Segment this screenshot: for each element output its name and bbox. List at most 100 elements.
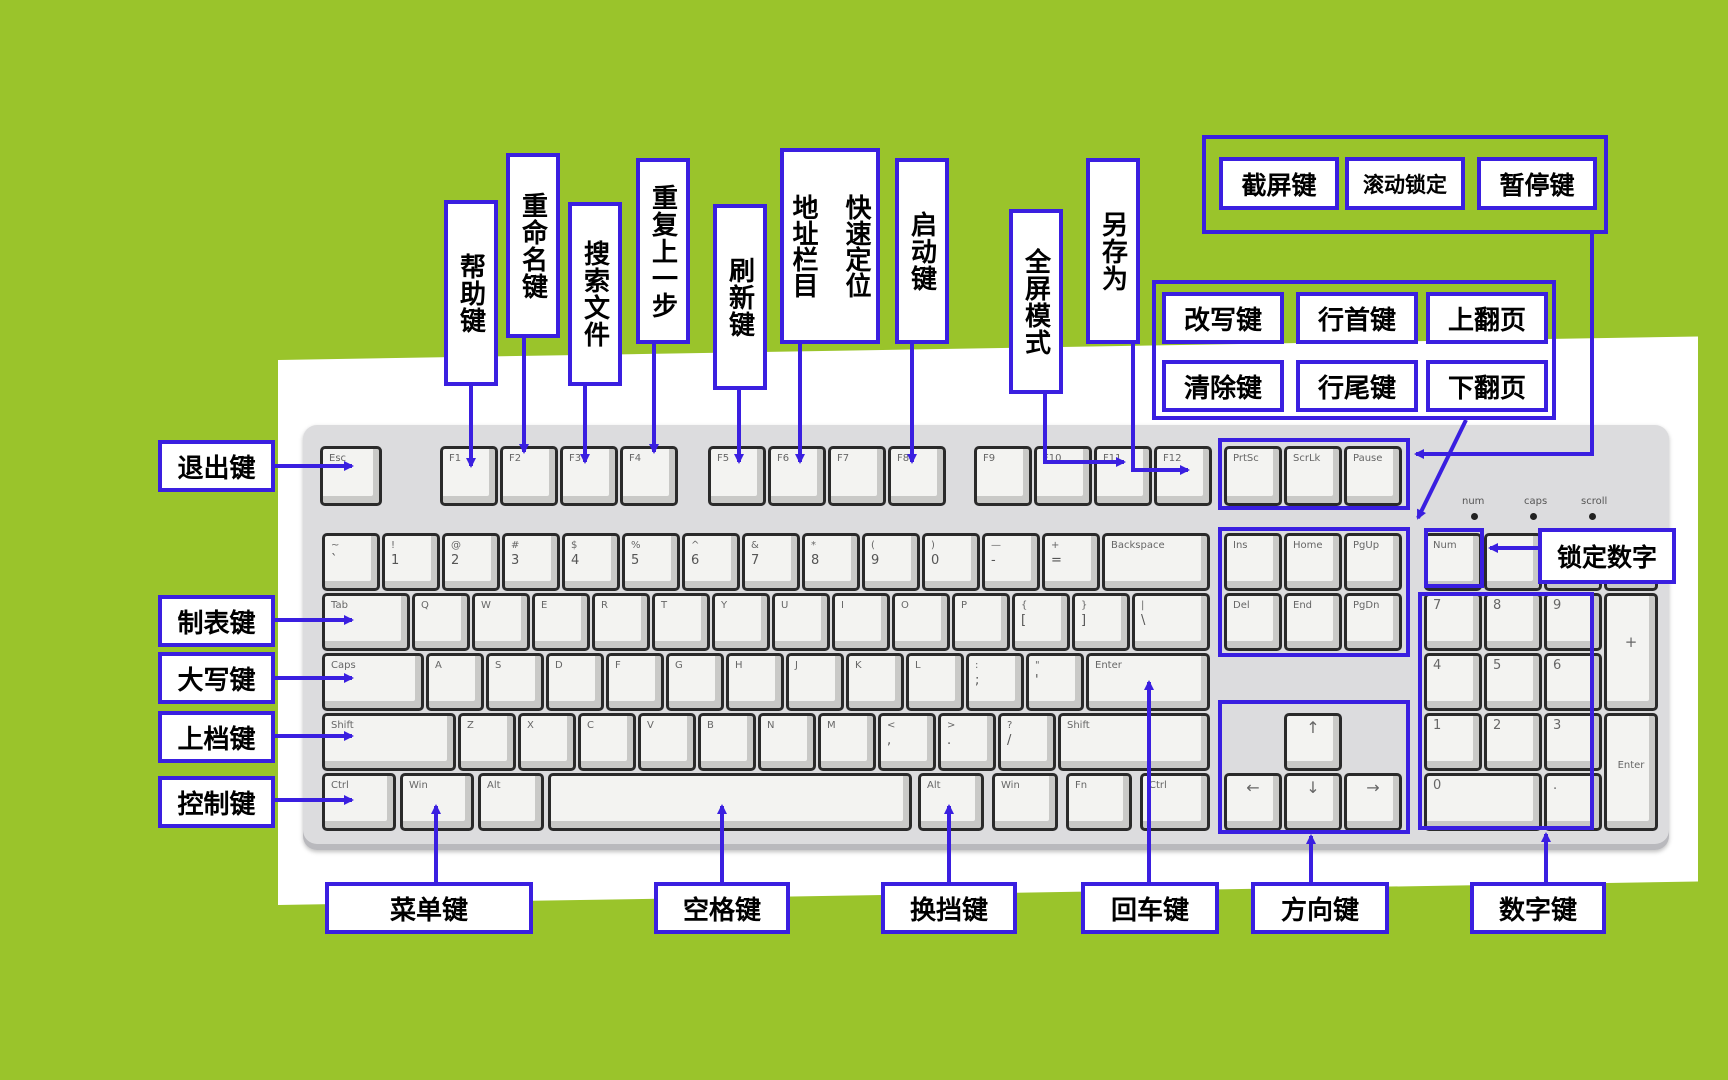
key-end[interactable]: End — [1284, 593, 1342, 651]
key-quote[interactable]: "' — [1026, 653, 1084, 711]
key-minus-shift-char: — — [991, 540, 1001, 551]
key-t[interactable]: T — [652, 593, 710, 651]
key-del[interactable]: Del — [1224, 593, 1282, 651]
key-lalt[interactable]: Alt — [478, 773, 544, 831]
key-num4[interactable]: 4 — [1424, 653, 1482, 711]
key-v[interactable]: V — [638, 713, 696, 771]
key-fn[interactable]: Fn — [1066, 773, 1132, 831]
key-num-divide[interactable] — [1484, 533, 1542, 591]
key-4[interactable]: $4 — [562, 533, 620, 591]
key-p[interactable]: P — [952, 593, 1010, 651]
key-u[interactable]: U — [772, 593, 830, 651]
key-right[interactable]: → — [1344, 773, 1402, 831]
key-home[interactable]: Home — [1284, 533, 1342, 591]
key-tilde[interactable]: ~` — [322, 533, 380, 591]
key-w[interactable]: W — [472, 593, 530, 651]
key-pgdn[interactable]: PgDn — [1344, 593, 1402, 651]
label-enter: 回车键 — [1081, 882, 1219, 934]
key-h[interactable]: H — [726, 653, 784, 711]
key-semicolon[interactable]: :; — [966, 653, 1024, 711]
key-num-enter[interactable]: Enter — [1604, 713, 1658, 831]
key-lbracket[interactable]: {[ — [1012, 593, 1070, 651]
label-shift: 上档键 — [158, 711, 275, 763]
key-i[interactable]: I — [832, 593, 890, 651]
key-8[interactable]: *8 — [802, 533, 860, 591]
led-caps — [1530, 513, 1537, 520]
key-num0[interactable]: 0 — [1424, 773, 1542, 831]
key-r[interactable]: R — [592, 593, 650, 651]
key-f8[interactable]: F8 — [888, 446, 946, 506]
key-rctrl[interactable]: Ctrl — [1140, 773, 1210, 831]
key-esc[interactable]: Esc — [320, 446, 382, 506]
key-f6[interactable]: F6 — [768, 446, 826, 506]
key-num1[interactable]: 1 — [1424, 713, 1482, 771]
key-space[interactable] — [548, 773, 912, 831]
key-up[interactable]: ↑ — [1284, 713, 1342, 771]
key-comma-base-char: , — [887, 733, 892, 748]
key-m[interactable]: M — [818, 713, 876, 771]
key-k[interactable]: K — [846, 653, 904, 711]
key-rwin[interactable]: Win — [992, 773, 1058, 831]
key-9[interactable]: (9 — [862, 533, 920, 591]
key-d[interactable]: D — [546, 653, 604, 711]
key-9-shift-char: ( — [871, 540, 875, 551]
key-tab[interactable]: Tab — [322, 593, 410, 651]
key-c[interactable]: C — [578, 713, 636, 771]
key-num7[interactable]: 7 — [1424, 593, 1482, 651]
label-scrlk: 滚动锁定 — [1345, 157, 1465, 210]
key-rbracket[interactable]: }] — [1072, 593, 1130, 651]
key-minus[interactable]: —- — [982, 533, 1040, 591]
key-num-plus[interactable]: + — [1604, 593, 1658, 711]
key-f7[interactable]: F7 — [828, 446, 886, 506]
key-f11[interactable]: F11 — [1094, 446, 1152, 506]
key-comma[interactable]: <, — [878, 713, 936, 771]
key-period[interactable]: >. — [938, 713, 996, 771]
key-enter[interactable]: Enter — [1086, 653, 1210, 711]
key-0[interactable]: )0 — [922, 533, 980, 591]
key-num8[interactable]: 8 — [1484, 593, 1542, 651]
key-num5[interactable]: 5 — [1484, 653, 1542, 711]
key-x[interactable]: X — [518, 713, 576, 771]
key-num2[interactable]: 2 — [1484, 713, 1542, 771]
key-6[interactable]: ^6 — [682, 533, 740, 591]
key-backslash[interactable]: |\ — [1132, 593, 1210, 651]
key-z[interactable]: Z — [458, 713, 516, 771]
key-backspace[interactable]: Backspace — [1102, 533, 1210, 591]
key-q[interactable]: Q — [412, 593, 470, 651]
key-2[interactable]: @2 — [442, 533, 500, 591]
key-j[interactable]: J — [786, 653, 844, 711]
key-scrlk[interactable]: ScrLk — [1284, 446, 1342, 506]
key-b[interactable]: B — [698, 713, 756, 771]
key-7[interactable]: &7 — [742, 533, 800, 591]
key-rshift[interactable]: Shift — [1058, 713, 1210, 771]
key-f[interactable]: F — [606, 653, 664, 711]
key-y[interactable]: Y — [712, 593, 770, 651]
key-1[interactable]: !1 — [382, 533, 440, 591]
key-5[interactable]: %5 — [622, 533, 680, 591]
key-prtsc[interactable]: PrtSc — [1224, 446, 1282, 506]
key-f9[interactable]: F9 — [974, 446, 1032, 506]
key-a[interactable]: A — [426, 653, 484, 711]
key-l[interactable]: L — [906, 653, 964, 711]
key-g[interactable]: G — [666, 653, 724, 711]
key-pgup[interactable]: PgUp — [1344, 533, 1402, 591]
key-e[interactable]: E — [532, 593, 590, 651]
key-comma-shift-char: < — [887, 720, 896, 731]
key-caps[interactable]: Caps — [322, 653, 424, 711]
key-slash[interactable]: ?/ — [998, 713, 1056, 771]
key-down[interactable]: ↓ — [1284, 773, 1342, 831]
key-equals[interactable]: += — [1042, 533, 1100, 591]
key-ins[interactable]: Ins — [1224, 533, 1282, 591]
key-left[interactable]: ← — [1224, 773, 1282, 831]
key-f2[interactable]: F2 — [500, 446, 558, 506]
key-lshift[interactable]: Shift — [322, 713, 456, 771]
key-s[interactable]: S — [486, 653, 544, 711]
led-label-num: num — [1462, 496, 1485, 507]
key-pause[interactable]: Pause — [1344, 446, 1402, 506]
key-f12[interactable]: F12 — [1154, 446, 1212, 506]
key-o[interactable]: O — [892, 593, 950, 651]
key-n[interactable]: N — [758, 713, 816, 771]
key-quote-base-char: ' — [1035, 673, 1039, 688]
key-3[interactable]: #3 — [502, 533, 560, 591]
